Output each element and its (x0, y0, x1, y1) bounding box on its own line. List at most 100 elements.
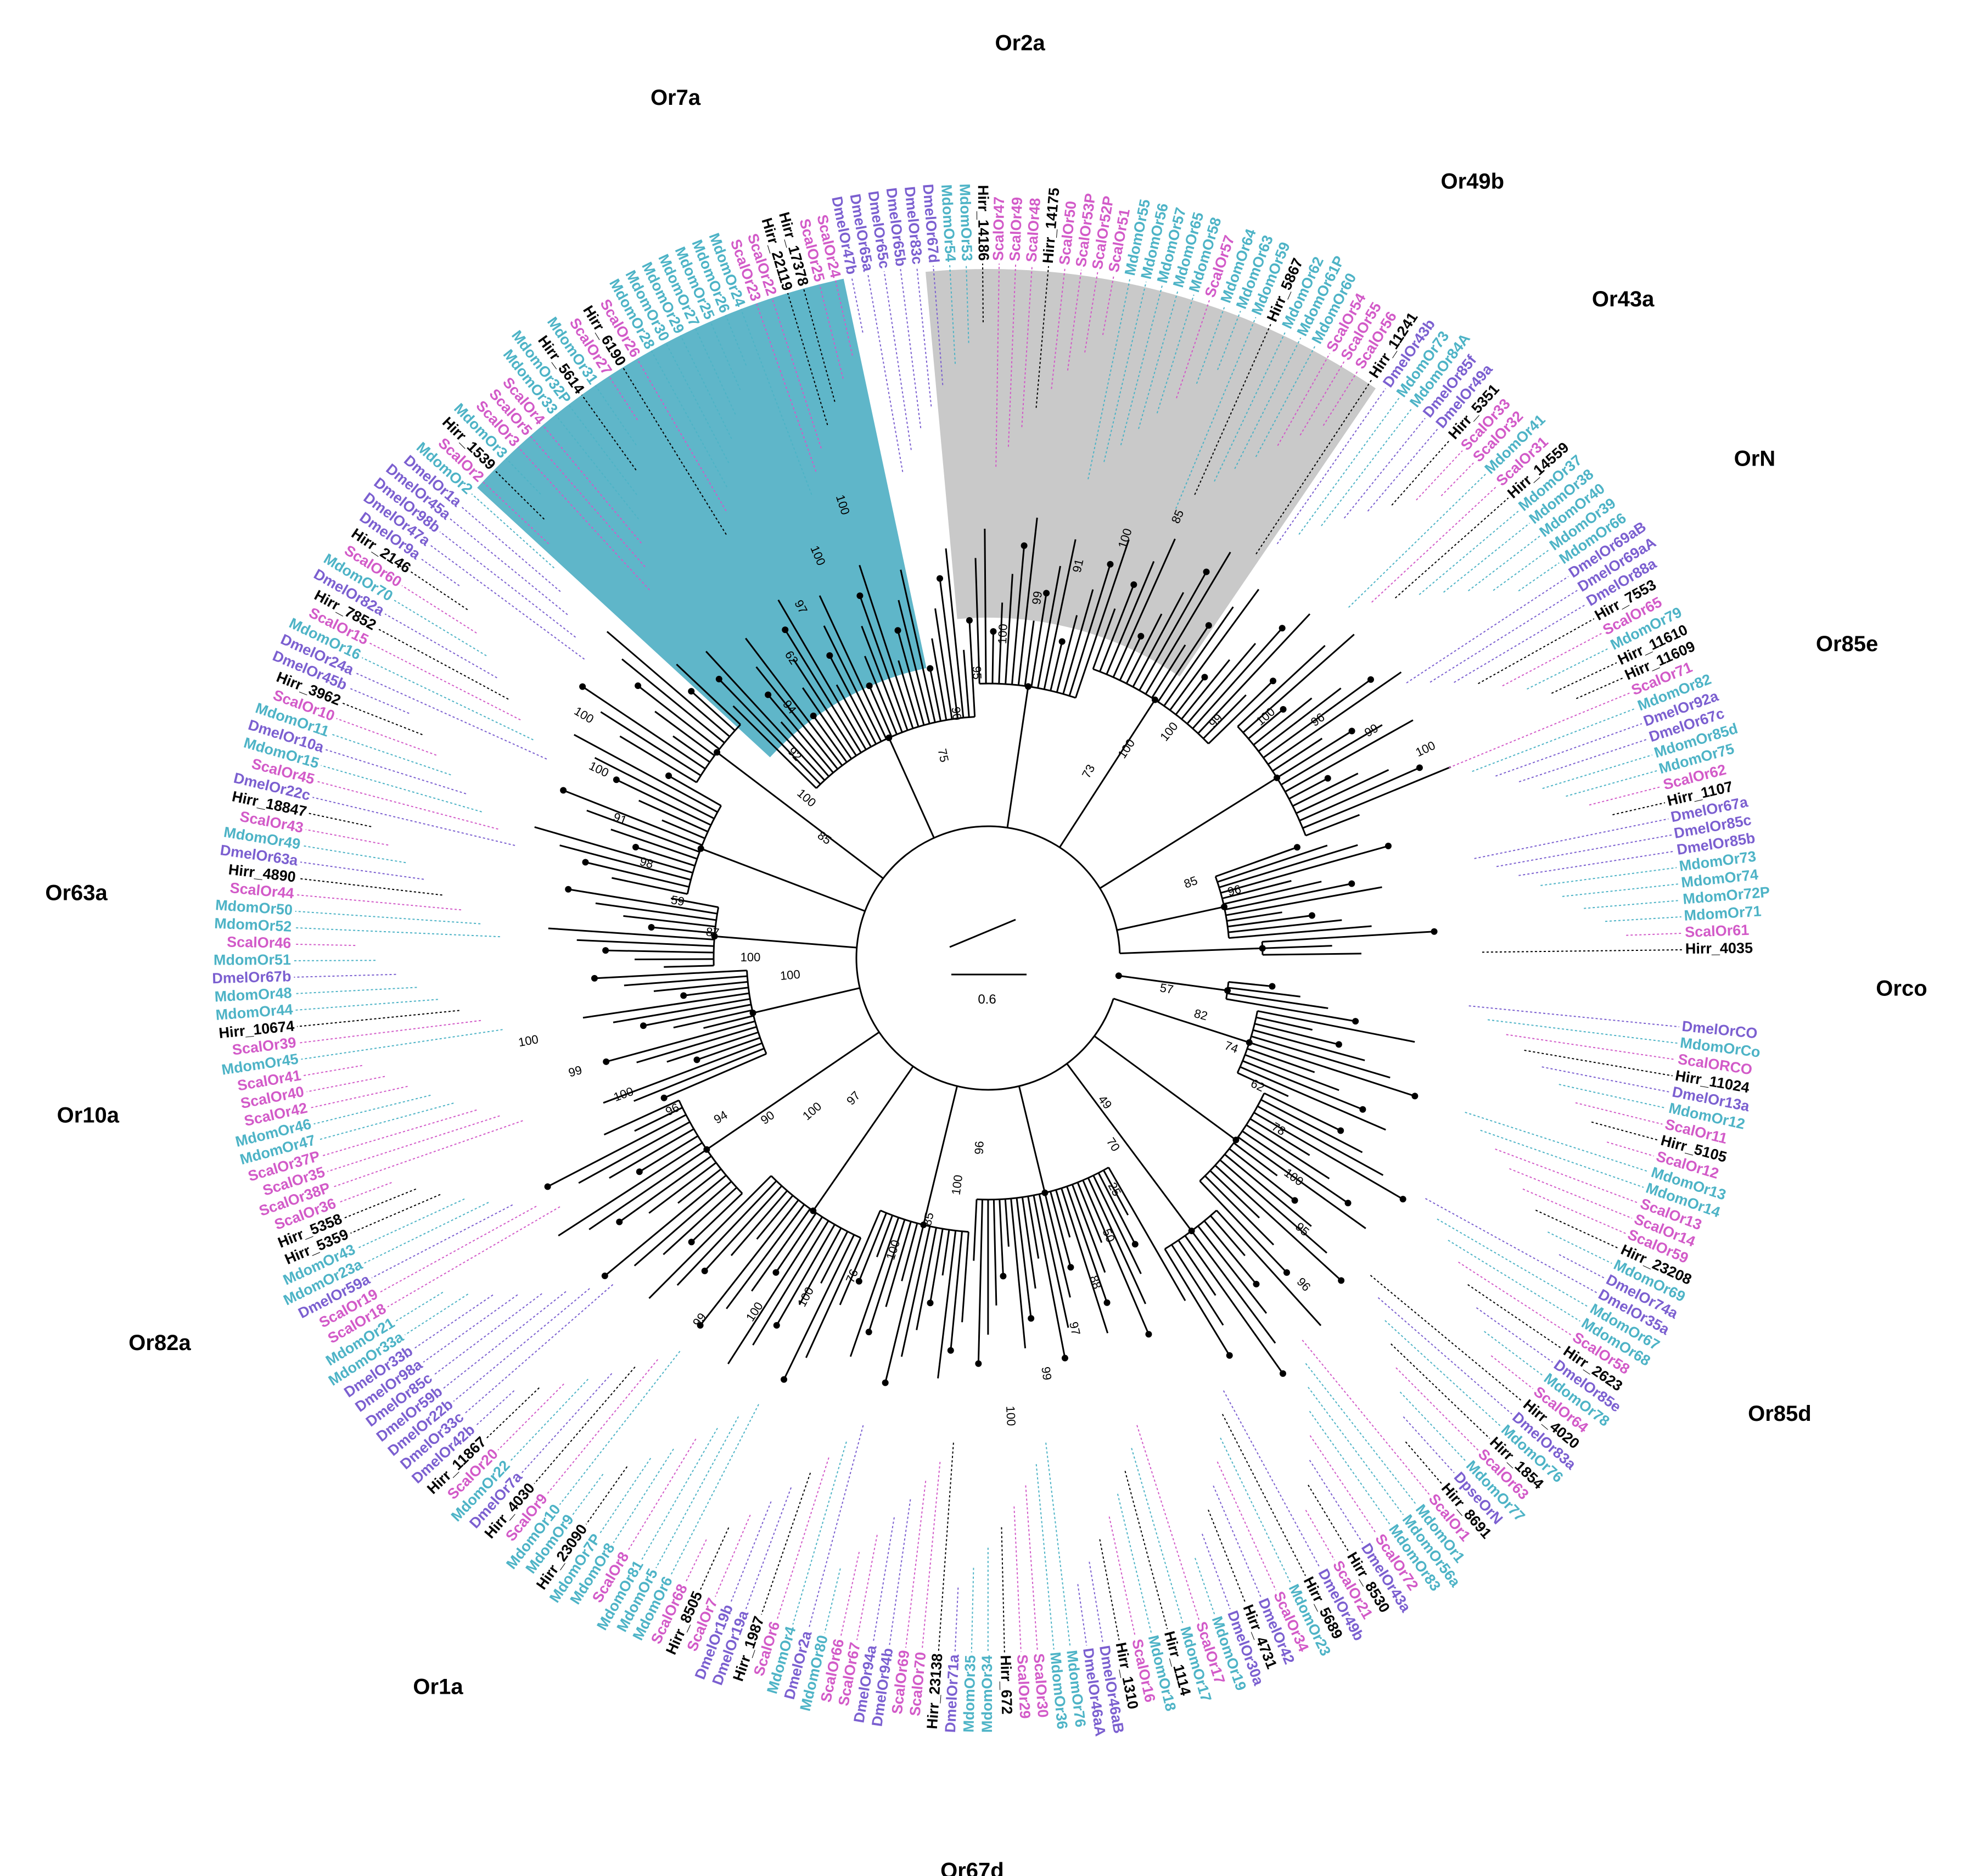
tip-guide (787, 293, 828, 425)
tip-label: ScalOr61 (1685, 922, 1750, 940)
tip-guide (1487, 1019, 1678, 1044)
node-dot (1137, 632, 1145, 640)
tip-guide (1308, 1386, 1404, 1515)
tip-guide (1220, 1437, 1292, 1584)
tip-guide (377, 628, 509, 700)
tip-guide (1416, 450, 1463, 501)
branch-segment (616, 779, 711, 826)
tip-label: MdomOr53 (956, 183, 975, 261)
branch-segment (900, 1226, 931, 1357)
branch-segment (1050, 641, 1063, 691)
tip-guide (694, 328, 736, 415)
branch-segment (1113, 998, 1250, 1044)
branch-segment (1242, 1060, 1363, 1111)
node-dot (601, 1272, 608, 1279)
or1a-clade-highlight (477, 278, 927, 758)
tip-guide (1465, 1111, 1649, 1173)
branch-segment (1108, 1167, 1186, 1301)
node-dot (1000, 1273, 1007, 1280)
tip-guide (1522, 1188, 1626, 1234)
tip-guide (1540, 867, 1677, 886)
clade-label-layer: Or2aOr7aOr49bOr43aOrNOr85eOrcoOr85dOr67d… (45, 31, 1927, 1876)
branch-segment (603, 1042, 763, 1104)
clade-label-orco: Orco (1876, 977, 1927, 1001)
bootstrap-label: 100 (1157, 719, 1180, 743)
branch-segment (861, 625, 903, 733)
tip-guide (1156, 294, 1195, 413)
branch-segment (1017, 517, 1038, 686)
branch-segment (1219, 844, 1358, 888)
bootstrap-label: 100 (517, 1032, 540, 1049)
branch-segment (664, 1052, 767, 1099)
tip-guide (494, 469, 545, 520)
branch-segment (643, 1004, 752, 1027)
branch-segment (950, 1231, 963, 1351)
branch-segment (999, 1199, 1004, 1276)
bootstrap-label: 100 (741, 950, 761, 964)
branch-segment (677, 1168, 722, 1204)
branch-segment (534, 826, 693, 874)
branch-segment (582, 686, 706, 770)
tip-guide (1454, 604, 1586, 683)
branch-segment (594, 970, 747, 979)
branch-segment (973, 1199, 978, 1261)
branch-segment (1208, 680, 1274, 744)
tip-label: Hirr_672 (997, 1655, 1016, 1715)
tip-guide (1348, 473, 1487, 608)
branch-segment (1267, 671, 1402, 765)
node-dot (1253, 1280, 1260, 1287)
tip-guide (966, 264, 969, 343)
clade-label-or82a: Or82a (128, 1331, 191, 1355)
branch-segment (1228, 981, 1272, 987)
branch-arc (770, 1175, 861, 1239)
node-dot (1293, 844, 1300, 851)
tip-guide (1612, 802, 1666, 816)
tip-guide (330, 733, 451, 776)
node-dot (856, 592, 864, 600)
tip-guide (1309, 1410, 1391, 1525)
node-dot (688, 688, 695, 695)
highlight-layer (477, 269, 1376, 758)
bootstrap-label: 100 (1282, 1166, 1306, 1189)
clade-label-or2a: Or2a (995, 31, 1046, 55)
tip-guide (1021, 265, 1033, 428)
node-dot (1103, 1299, 1111, 1306)
branch-segment (1016, 1197, 1032, 1319)
tip-guide (542, 424, 642, 544)
tip-guide (613, 1448, 674, 1543)
branch-segment (1112, 538, 1176, 678)
tip-guide (1221, 1414, 1306, 1576)
tip-label: Hirr_14186 (975, 185, 992, 261)
branch-segment (1217, 844, 1328, 883)
tip-guide (338, 1181, 392, 1203)
branch-segment (929, 668, 942, 721)
tip-guide (401, 585, 477, 634)
bootstrap-label: 85 (920, 1211, 937, 1227)
branch-segment (1292, 772, 1359, 807)
bootstrap-label: 90 (949, 706, 964, 721)
tip-label: ScalOr48 (1023, 198, 1044, 263)
branch-segment (1099, 777, 1277, 889)
tip-guide (1558, 1254, 1605, 1279)
branch-segment (634, 958, 714, 960)
tip-guide (1309, 1435, 1377, 1535)
node-dot (1338, 1277, 1345, 1284)
branch-segment (1227, 915, 1313, 928)
bootstrap-label: 100 (780, 967, 801, 983)
tip-guide (1394, 497, 1509, 598)
tip-guide (1443, 523, 1530, 593)
branch-segment (1043, 539, 1077, 690)
clade-label-or49b: Or49b (1441, 170, 1505, 194)
node-dot (1411, 1093, 1419, 1100)
branch-segment (576, 939, 714, 947)
branch-segment (1074, 539, 1130, 698)
tip-guide (1425, 1198, 1597, 1293)
branch-segment (595, 902, 717, 921)
node-dot (697, 1321, 704, 1329)
tip-guide (840, 1552, 860, 1637)
bootstrap-label: 99 (567, 1063, 584, 1080)
branch-segment (1204, 1175, 1275, 1246)
tip-guide (572, 1474, 604, 1515)
tip-guide (725, 315, 747, 366)
branch-segment (974, 558, 980, 684)
